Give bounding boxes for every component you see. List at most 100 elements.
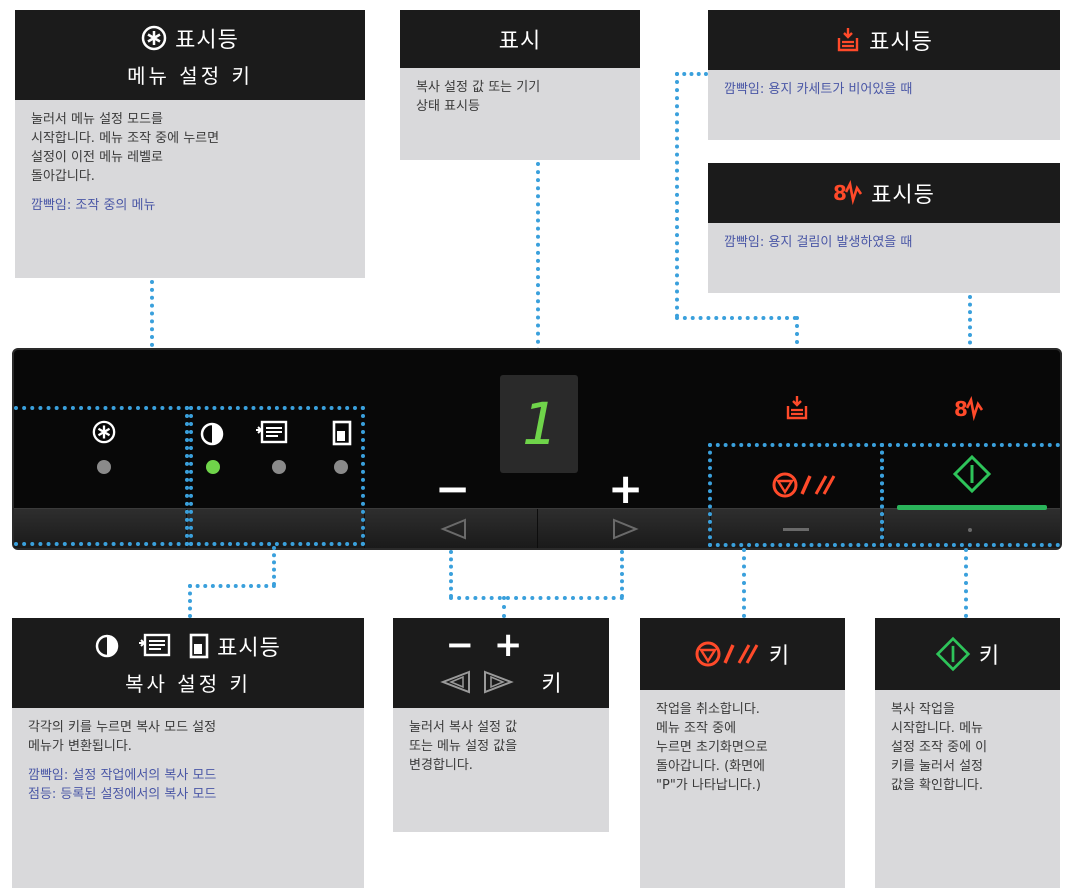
callout-title: 표시등 xyxy=(217,635,281,661)
connector-paper-v1 xyxy=(675,72,679,318)
menu-led xyxy=(97,460,111,474)
callout-body: 깜빡임: 용지 카세트가 비어있을 때 xyxy=(708,70,1060,99)
callout-title: 표시등 xyxy=(175,27,239,53)
minus-sign: − xyxy=(435,464,471,513)
callout-body: 눌러서 복사 설정 값 또는 메뉴 설정 값을 변경합니다. xyxy=(393,708,609,775)
callout-header: 표시 xyxy=(400,10,640,68)
minus-key[interactable] xyxy=(365,509,538,548)
callout-header: 키 xyxy=(875,618,1060,690)
callout-title: 표시등 xyxy=(871,183,935,208)
plus-key[interactable] xyxy=(538,509,711,548)
connector-paper-v2 xyxy=(795,316,799,376)
callout-header: − + 키 xyxy=(393,618,609,708)
start-diamond-icon xyxy=(952,454,992,494)
copy-mode-led xyxy=(272,460,286,474)
contrast-half-circle-icon xyxy=(95,634,119,657)
svg-text:8: 8 xyxy=(833,181,847,205)
density-led xyxy=(206,460,220,474)
callout-menu-key: 표시등 메뉴 설정 키 눌러서 메뉴 설정 모드를 시작합니다. 메뉴 조작 중… xyxy=(15,10,365,278)
stop-reset-icon xyxy=(772,472,836,498)
callout-title: 키 xyxy=(978,644,1001,669)
paper-cassette-icon xyxy=(837,28,859,52)
plus-sign: + xyxy=(608,464,644,513)
svg-text:8: 8 xyxy=(954,397,968,421)
connector-copy-v1 xyxy=(272,546,276,586)
callout-blink-note: 깜빡임: 조작 중의 메뉴 xyxy=(31,198,156,213)
callout-body: 각각의 키를 누르면 복사 모드 설정 메뉴가 변환됩니다. 깜빡임: 설정 작… xyxy=(12,708,364,804)
copy-group-box xyxy=(189,406,365,546)
contrast-half-circle-icon xyxy=(200,422,224,446)
connector-paper-h1 xyxy=(675,72,708,76)
callout-description: 복사 설정 값 또는 기기 상태 표시등 xyxy=(416,80,541,114)
key-dot xyxy=(968,528,972,532)
callout-header: 표시등 복사 설정 키 xyxy=(12,618,364,708)
document-lines-icon xyxy=(139,633,171,656)
paper-cassette-icon xyxy=(786,396,808,420)
callout-jam-indicator: 8 표시등 깜빡임: 용지 걸림이 발생하였을 때 xyxy=(708,163,1060,293)
callout-title: 표시 xyxy=(498,29,542,54)
stop-group-box xyxy=(708,443,884,547)
callout-adjust-keys: − + 키 눌러서 복사 설정 값 또는 메뉴 설정 값을 변경합니다. xyxy=(393,618,609,832)
callout-copy-setting-keys: 표시등 복사 설정 키 각각의 키를 누르면 복사 모드 설정 메뉴가 변환됩니… xyxy=(12,618,364,888)
callout-title: 키 xyxy=(541,672,563,697)
id-card-icon xyxy=(189,633,209,658)
menu-group-box xyxy=(14,406,189,546)
callout-subtitle: 메뉴 설정 키 xyxy=(127,63,253,88)
callout-header: 키 xyxy=(640,618,845,690)
right-triangle-icon xyxy=(484,670,515,694)
connector-plus xyxy=(620,550,624,598)
callout-header: 표시등 xyxy=(708,10,1060,70)
connector-copy-h xyxy=(188,584,276,588)
callout-blink-note: 깜빡임: 용지 걸림이 발생하였을 때 xyxy=(724,235,913,250)
callout-header: 표시등 메뉴 설정 키 xyxy=(15,10,365,100)
connector-display xyxy=(536,162,540,352)
connector-minus xyxy=(449,550,453,598)
callout-title: 표시등 xyxy=(869,30,933,55)
callout-display: 표시 복사 설정 값 또는 기기 상태 표시등 xyxy=(400,10,640,160)
id-card-led xyxy=(334,460,348,474)
callout-stop-reset-key: 키 작업을 취소합니다. 메뉴 조작 중에 누르면 초기화면으로 돌아갑니다. … xyxy=(640,618,845,888)
id-card-icon xyxy=(332,420,352,446)
menu-asterisk-icon xyxy=(92,420,116,444)
connector-adjust-h xyxy=(449,596,624,600)
left-triangle-icon xyxy=(440,670,471,694)
connector-menu xyxy=(150,280,154,410)
lit-note-text: 점등: 등록된 설정에서의 복사 모드 xyxy=(28,787,217,802)
stop-reset-icon xyxy=(695,641,759,667)
callout-blink-note: 깜빡임: 용지 카세트가 비어있을 때 xyxy=(724,82,913,97)
start-key-bar xyxy=(897,505,1047,510)
callout-title: 키 xyxy=(768,644,791,669)
start-diamond-icon xyxy=(935,636,971,672)
start-key[interactable] xyxy=(884,509,1060,548)
adjust-symbols: − + xyxy=(445,625,527,665)
connector-adjust-v xyxy=(502,596,506,618)
callout-body: 복사 작업을 시작합니다. 메뉴 설정 조작 중에 이 키를 눌러서 설정 값을… xyxy=(875,690,1060,795)
blink-note-text: 깜빡임: 설정 작업에서의 복사 모드 xyxy=(28,768,217,783)
seven-segment-display: 1 xyxy=(500,375,578,473)
callout-body: 복사 설정 값 또는 기기 상태 표시등 xyxy=(400,68,640,116)
callout-start-key: 키 복사 작업을 시작합니다. 메뉴 설정 조작 중에 이 키를 눌러서 설정 … xyxy=(875,618,1060,888)
connector-jam xyxy=(968,295,972,375)
key-dash xyxy=(783,528,809,531)
callout-subtitle: 복사 설정 키 xyxy=(125,671,251,696)
callout-body: 깜빡임: 용지 걸림이 발생하였을 때 xyxy=(708,223,1060,252)
callout-body: 작업을 취소합니다. 메뉴 조작 중에 누르면 초기화면으로 돌아갑니다. (화… xyxy=(640,690,845,795)
right-triangle-icon xyxy=(613,518,639,540)
document-lines-icon xyxy=(256,420,288,444)
callout-header: 8 표시등 xyxy=(708,163,1060,223)
connector-start xyxy=(964,548,968,618)
paper-jam-icon: 8 xyxy=(833,180,863,206)
paper-jam-icon: 8 xyxy=(954,396,984,422)
menu-asterisk-icon xyxy=(141,25,167,50)
connector-stop xyxy=(742,548,746,618)
callout-paper-indicator: 표시등 깜빡임: 용지 카세트가 비어있을 때 xyxy=(708,10,1060,140)
callout-description: 눌러서 복사 설정 값 또는 메뉴 설정 값을 변경합니다. xyxy=(409,720,518,773)
left-triangle-icon xyxy=(440,518,466,540)
callout-description: 각각의 키를 누르면 복사 모드 설정 메뉴가 변환됩니다. xyxy=(28,720,217,754)
connector-copy-v2 xyxy=(188,584,192,618)
callout-description: 눌러서 메뉴 설정 모드를 시작합니다. 메뉴 조작 중에 누르면 설정이 이전… xyxy=(31,112,220,184)
connector-paper-h2 xyxy=(675,316,797,320)
start-group-box xyxy=(880,443,1060,547)
callout-description: 작업을 취소합니다. 메뉴 조작 중에 누르면 초기화면으로 돌아갑니다. (화… xyxy=(656,702,768,793)
